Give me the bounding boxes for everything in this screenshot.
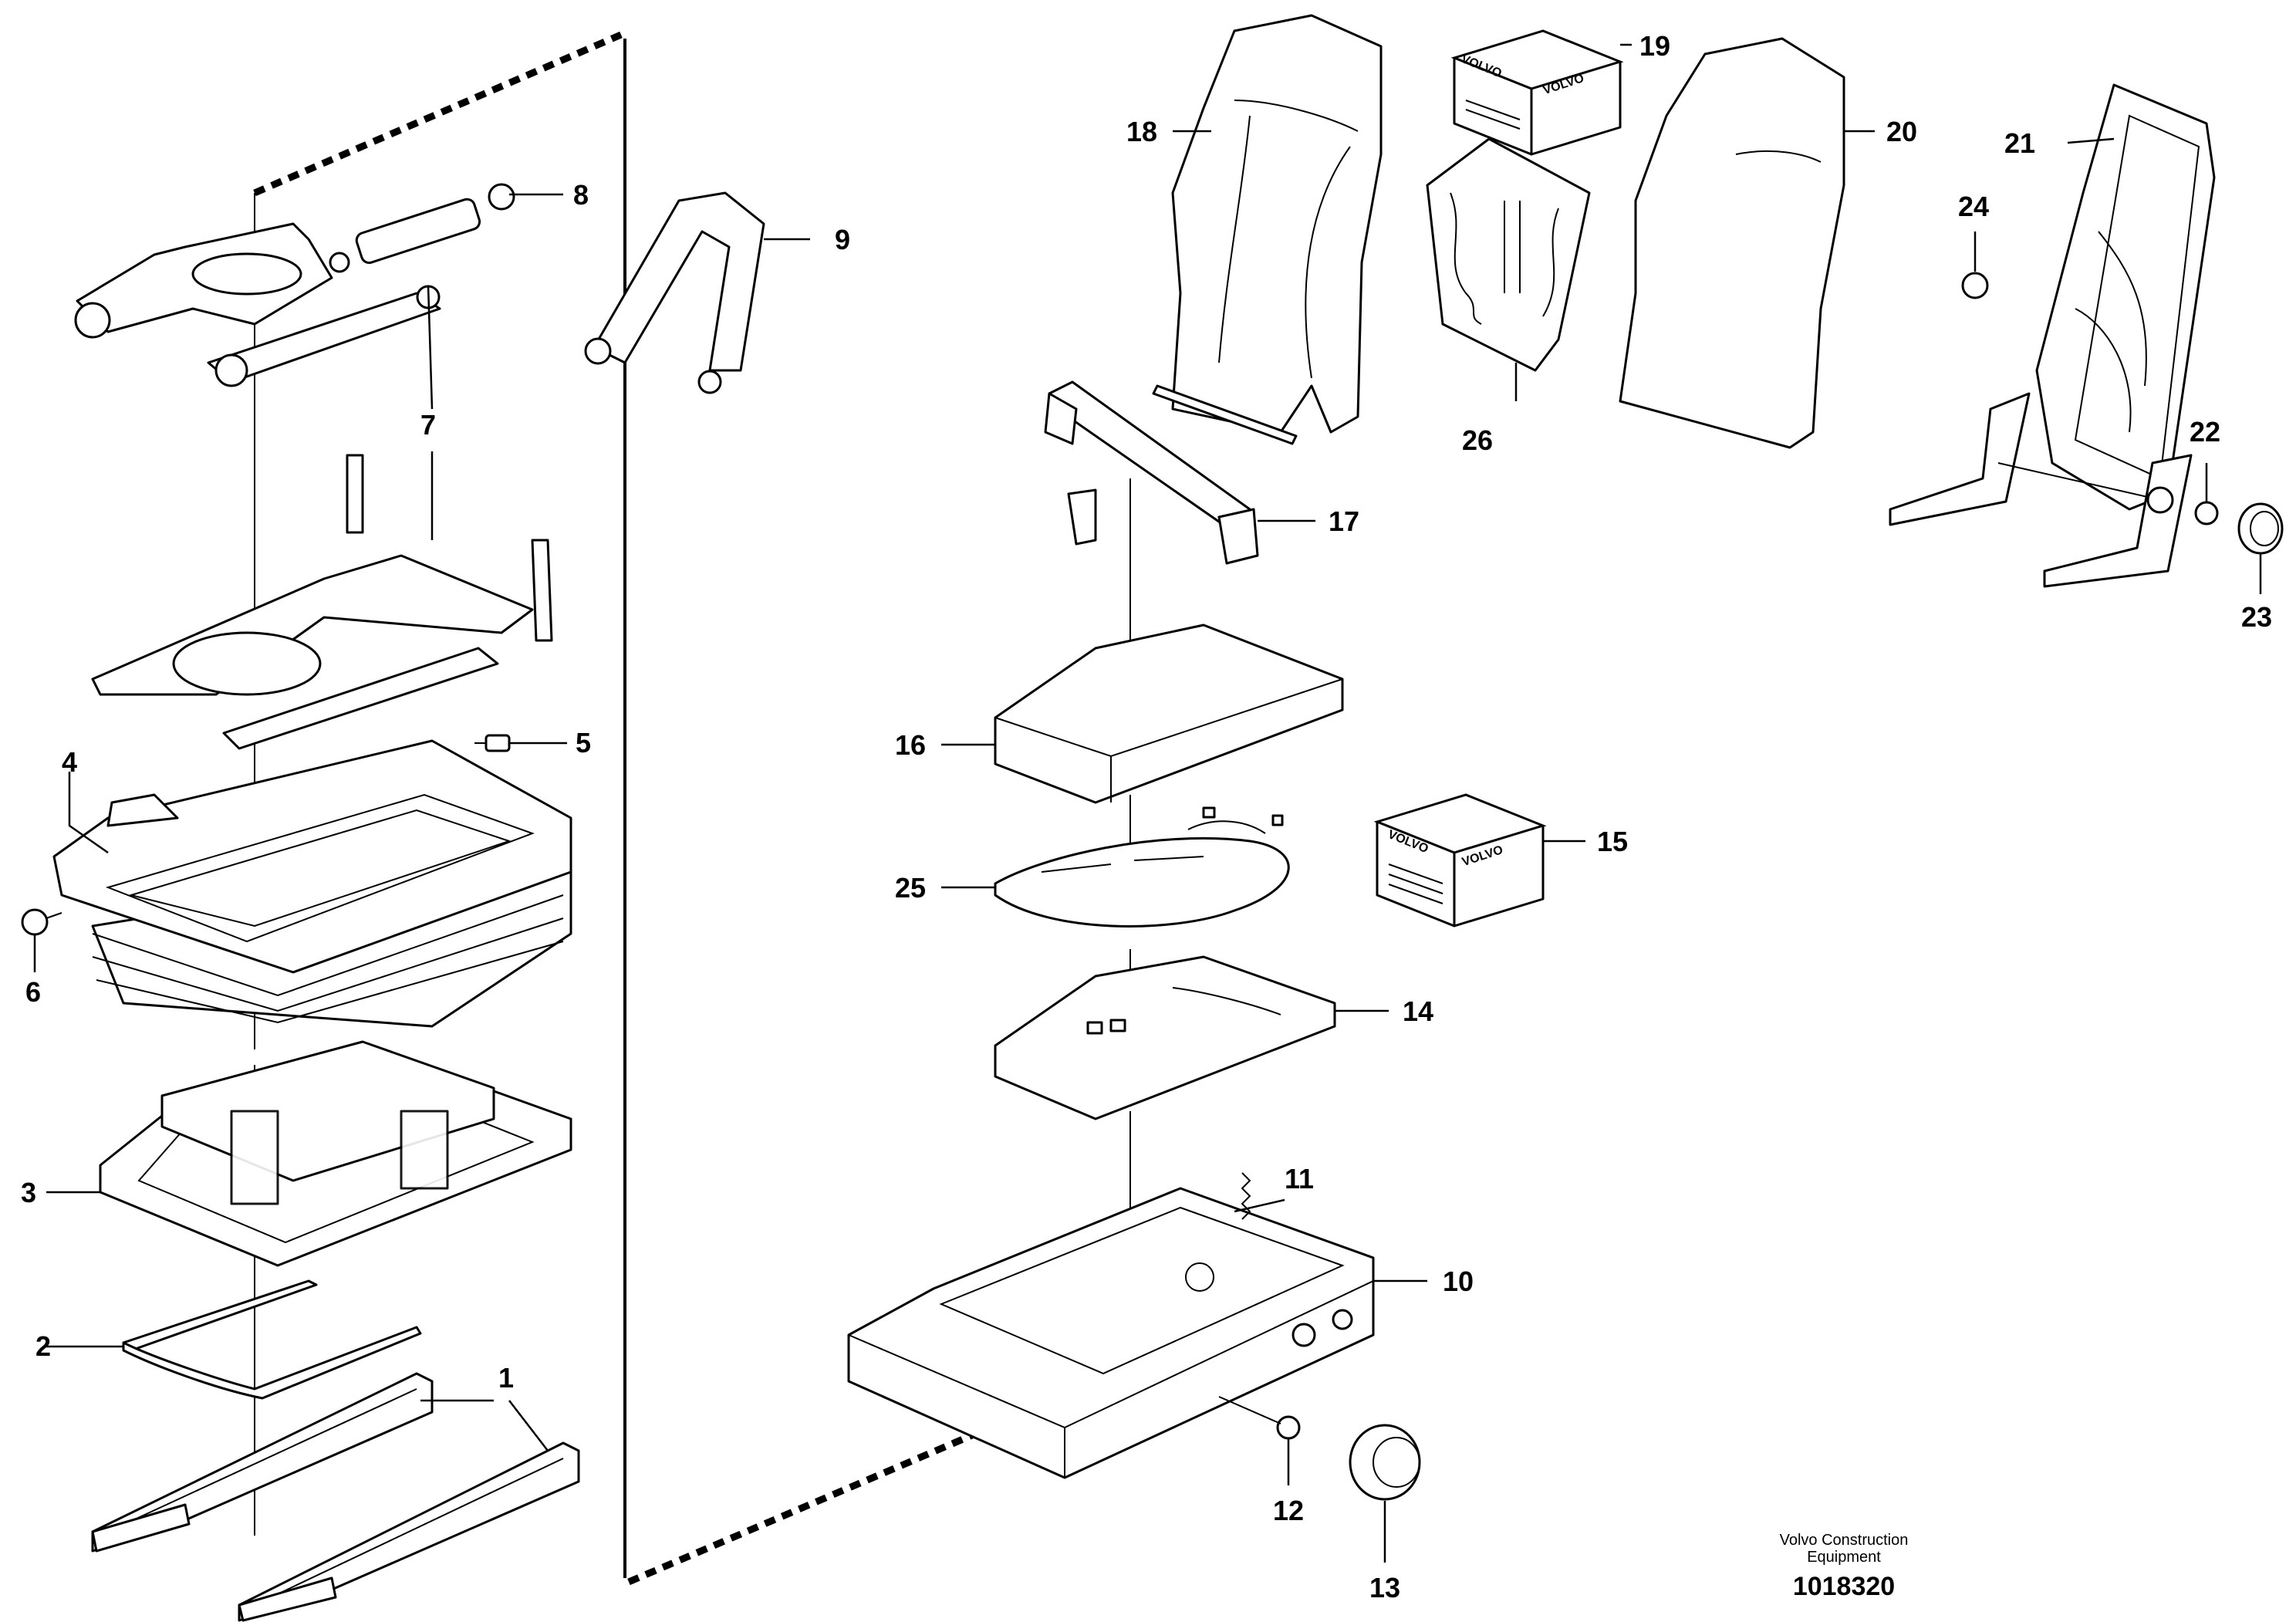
callout-4: 4 xyxy=(62,746,77,778)
part-9-strap xyxy=(584,191,765,394)
callout-26: 26 xyxy=(1462,424,1493,456)
part-26-heating-pad xyxy=(1426,137,1591,372)
part-13-knob xyxy=(1349,1424,1421,1501)
part-10-seat-base xyxy=(847,1187,1375,1479)
callout-13: 13 xyxy=(1369,1572,1400,1603)
part-1-rail-right xyxy=(238,1441,580,1622)
callout-10: 10 xyxy=(1443,1265,1474,1297)
part-22-nut xyxy=(2194,501,2219,525)
part-18-backrest-cover xyxy=(1152,14,1383,445)
callout-20: 20 xyxy=(1886,116,1917,147)
part-23-knob xyxy=(2237,502,2284,555)
callout-17: 17 xyxy=(1329,505,1359,537)
part-25-heating-element xyxy=(994,806,1290,928)
leader-lines xyxy=(33,43,2262,1563)
callout-24: 24 xyxy=(1958,191,1989,222)
part-24-nut xyxy=(1961,272,1989,299)
callout-21: 21 xyxy=(2004,127,2035,159)
part-2-bar xyxy=(122,1279,422,1400)
part-14-seat-foam xyxy=(994,955,1336,1120)
part-7-scissor-top xyxy=(74,222,441,387)
callout-19: 19 xyxy=(1639,30,1670,62)
callout-2: 2 xyxy=(35,1330,51,1362)
callout-5: 5 xyxy=(576,727,591,759)
callout-3: 3 xyxy=(21,1177,36,1208)
part-5-bolt xyxy=(474,734,511,752)
callout-18: 18 xyxy=(1126,116,1157,147)
part-7-suspension-frame xyxy=(91,454,553,750)
callout-9: 9 xyxy=(835,224,850,255)
part-15-box xyxy=(1373,793,1547,928)
callout-1: 1 xyxy=(498,1362,514,1394)
footer-brand-line1: Volvo Construction xyxy=(1779,1532,1909,1549)
callout-7: 7 xyxy=(420,409,436,441)
part-1-rail-left xyxy=(91,1372,434,1553)
part-11-spring xyxy=(1241,1172,1251,1220)
part-6-knob xyxy=(21,908,62,936)
callout-14: 14 xyxy=(1403,995,1433,1027)
footer-brand-line2: Equipment xyxy=(1807,1549,1881,1566)
callout-12: 12 xyxy=(1273,1495,1304,1526)
callout-23: 23 xyxy=(2241,601,2272,633)
part-19-box xyxy=(1450,29,1624,156)
callout-16: 16 xyxy=(895,729,926,761)
part-3-lower-frame xyxy=(99,1040,572,1267)
part-8-gas-spring xyxy=(329,183,515,273)
callout-11: 11 xyxy=(1285,1163,1314,1195)
callout-25: 25 xyxy=(895,872,926,904)
part-4-bellows xyxy=(52,739,572,1028)
callout-15: 15 xyxy=(1597,826,1628,857)
part-20-backrest xyxy=(1619,37,1845,449)
callout-8: 8 xyxy=(573,179,589,211)
part-12-nut xyxy=(1218,1396,1301,1440)
drawing-number: 1018320 xyxy=(1792,1572,1896,1601)
part-16-cushion xyxy=(994,623,1344,804)
drawing-footer: Volvo Construction Equipment 1018320 xyxy=(1720,1532,1967,1602)
callout-6: 6 xyxy=(25,976,41,1008)
callout-22: 22 xyxy=(2190,416,2220,448)
part-17-seatbelt xyxy=(1044,380,1259,565)
callout-labels: 1 2 3 4 5 6 7 8 9 10 11 12 13 14 15 16 1… xyxy=(21,30,2272,1603)
part-21-backrest-frame xyxy=(1889,83,2216,588)
